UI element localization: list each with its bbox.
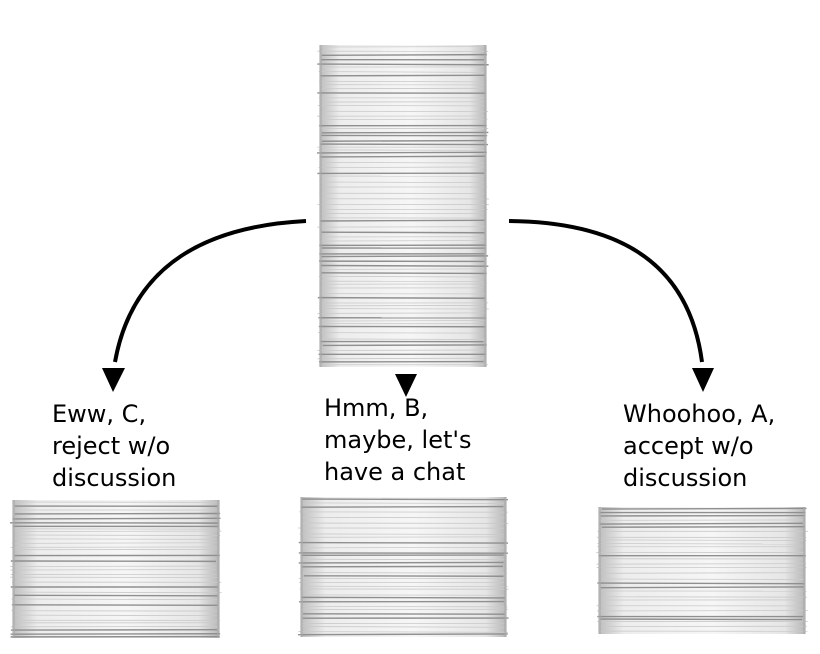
arrow-to-right-line	[508, 219, 704, 363]
arrow-to-left-line	[113, 219, 307, 363]
paper-stack-side-edge	[598, 507, 601, 634]
paper-sheet-edge	[600, 586, 805, 589]
paper-sheet-edge	[300, 572, 507, 574]
outcome-label-line: discussion	[623, 464, 748, 492]
paper-sheet-edge	[318, 275, 484, 278]
paper-sheet-edge	[300, 505, 504, 508]
paper-sheet-edge	[301, 498, 509, 501]
paper-stack-side-edge	[319, 45, 322, 367]
paper-sheet-edge	[318, 166, 486, 168]
paper-sheet-edge	[317, 349, 485, 351]
paper-sheet-edge	[319, 181, 484, 184]
paper-sheet-edge	[15, 534, 221, 536]
paper-sheet-edge	[317, 151, 487, 154]
paper-sheet-edge	[320, 240, 484, 242]
paper-sheet-edge	[321, 338, 487, 340]
paper-stack-body	[599, 507, 805, 634]
outcome-label-line: Hmm, B,	[324, 394, 429, 422]
paper-sheet-edge	[317, 357, 486, 360]
paper-sheet-edge	[597, 543, 803, 545]
paper-sheet-edge	[321, 139, 485, 142]
paper-sheet-edge	[298, 631, 508, 633]
outcome-label-line: Whoohoo, A,	[623, 400, 776, 428]
paper-sheet-edge	[12, 542, 220, 544]
paper-sheet-edge	[321, 161, 486, 164]
paper-sheet-edge	[319, 80, 484, 83]
paper-sheet-edge	[12, 517, 221, 520]
paper-sheet-edge	[317, 312, 486, 314]
paper-sheet-edge	[301, 546, 508, 549]
paper-sheet-edge	[298, 633, 508, 636]
outcome-label-maybe: Hmm, B, maybe, let's have a chat	[324, 392, 472, 488]
paper-stack-left	[9, 500, 222, 638]
paper-sheet-edge	[598, 572, 803, 574]
paper-stack-body	[13, 500, 219, 638]
outcome-label-line: maybe, let's	[324, 426, 472, 454]
paper-sheet-edge	[601, 507, 807, 510]
paper-sheet-edge	[320, 219, 485, 222]
paper-stack-side-edge	[217, 500, 220, 638]
paper-sheet-edge	[300, 626, 506, 628]
paper-stack-side-edge	[484, 45, 487, 367]
paper-sheet-edge	[318, 332, 484, 334]
paper-sheet-edge	[301, 596, 506, 599]
paper-sheet-edge	[320, 143, 488, 146]
arrow-to-right-head	[692, 368, 714, 392]
outcome-label-line: Eww, C,	[52, 400, 147, 428]
paper-sheet-edge	[317, 63, 489, 66]
paper-sheet-edge	[320, 320, 486, 322]
paper-sheet-edge	[599, 522, 803, 525]
paper-sheet-edge	[322, 344, 487, 347]
paper-sheet-edge	[597, 582, 805, 585]
paper-stack-top	[317, 45, 489, 367]
outcome-label-reject: Eww, C, reject w/o discussion	[52, 398, 176, 494]
paper-sheet-edge	[321, 272, 487, 275]
paper-sheet-edge	[11, 598, 218, 601]
paper-stack-side-edge	[504, 497, 507, 637]
paper-sheet-edge	[319, 155, 486, 158]
paper-stack-side-edge	[12, 500, 15, 638]
outcome-label-line: reject w/o	[52, 432, 171, 460]
paper-sheet-edge	[14, 591, 222, 594]
paper-sheet-edge	[600, 618, 803, 621]
paper-sheet-edge	[321, 53, 487, 56]
paper-sheet-edge	[301, 502, 504, 504]
paper-stack-center	[298, 497, 509, 637]
outcome-label-line: discussion	[52, 464, 177, 492]
outcome-label-accept: Whoohoo, A, accept w/o discussion	[623, 398, 775, 494]
paper-sheet-edge	[321, 255, 489, 258]
outcome-label-line: accept w/o	[623, 432, 754, 460]
paper-sheet-edge	[596, 563, 806, 565]
paper-stack-side-edge	[300, 497, 303, 637]
paper-sheet-edge	[600, 539, 807, 541]
paper-sheet-edge	[320, 264, 489, 267]
arrow-to-center-head	[395, 374, 417, 397]
paper-stack-side-edge	[803, 507, 806, 634]
arrow-to-left-head	[102, 368, 125, 392]
paper-sheet-edge	[317, 296, 486, 299]
outcome-label-line: have a chat	[324, 458, 466, 486]
paper-stack-right	[596, 507, 808, 634]
paper-sheet-edge	[320, 74, 485, 77]
paper-sheet-edge	[321, 268, 486, 270]
paper-sheet-edge	[321, 231, 485, 234]
paper-sheet-edge	[318, 71, 485, 73]
